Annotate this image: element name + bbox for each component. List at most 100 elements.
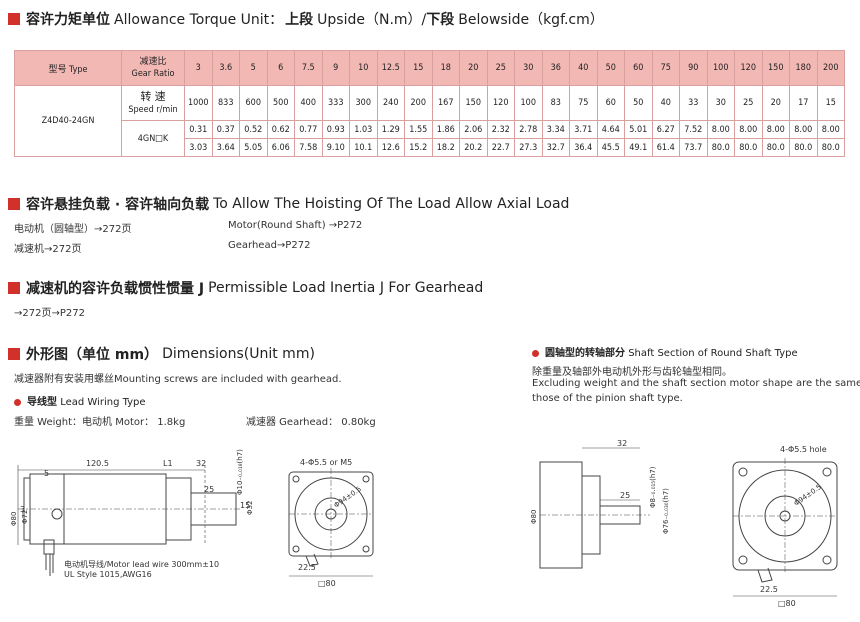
dim-25: 25 — [204, 485, 214, 494]
torque-kgfcm-cell: 32.7 — [541, 138, 570, 157]
speed-en: Speed r/min — [128, 104, 178, 115]
dim-3: 3 — [20, 505, 25, 514]
ul-style-note: UL Style 1015,AWG16 — [64, 570, 152, 579]
speed-cell: 20 — [761, 85, 790, 121]
red-square-icon — [8, 13, 20, 25]
up-cn: 上段 — [285, 12, 314, 28]
r-dim-25: 25 — [620, 491, 630, 500]
gear-ratio-cell: 3 — [184, 50, 213, 86]
gear-ratio-cell: 7.5 — [294, 50, 323, 86]
weight-gearhead: 减速器 Gearhead： 0.80kg — [246, 417, 376, 428]
dim-15: 15 — [240, 501, 250, 510]
gear-ratio-cell: 12.5 — [376, 50, 405, 86]
dim-22-5: 22.5 — [298, 563, 316, 572]
shaft-cn: 圆轴型的转轴部分 — [545, 348, 625, 359]
gear-ratio-cell: 200 — [816, 50, 845, 86]
title-en: To Allow The Hoisting Of The Load Allow … — [213, 196, 570, 212]
torque-kgfcm-cell: 15.2 — [404, 138, 433, 157]
title-cn: 容许悬挂负载 · 容许轴向负载 — [26, 197, 210, 213]
gear-ratio-header: 减速比 Gear Ratio — [121, 50, 185, 86]
section-torque-title: 容许力矩单位 Allowance Torque Unit： 上段 Upside（… — [8, 9, 604, 29]
dim-32b: Φ32 — [246, 501, 254, 515]
red-square-icon — [8, 282, 20, 294]
section-dimensions-title: 外形图（单位 mm） Dimensions(Unit mm) — [8, 344, 315, 364]
speed-cell: 83 — [541, 85, 570, 121]
gear-ratio-cell: 20 — [459, 50, 488, 86]
title-en: Permissible Load Inertia J For Gearhead — [208, 280, 484, 296]
gear-ratio-cell: 18 — [431, 50, 460, 86]
speed-cell: 120 — [486, 85, 515, 121]
model-cell: Z4D40-24GN — [14, 85, 122, 157]
gear-ref-cn: 减速机→272页 — [14, 244, 82, 255]
red-dot-icon — [14, 398, 21, 406]
lead-cn: 导线型 — [27, 397, 57, 408]
dim-shaft-10: Φ10₋₀.₀₁₈(h7) — [236, 449, 244, 495]
speed-cell: 40 — [651, 85, 680, 121]
title-cn: 减速机的容许负载惯性惯量 J — [26, 281, 205, 297]
shaft-section-title: 圆轴型的转轴部分 Shaft Section of Round Shaft Ty… — [532, 344, 798, 359]
r-dim-32: 32 — [617, 439, 627, 448]
round-shaft-side-view — [539, 447, 650, 569]
weight-motor: 重量 Weight：电动机 Motor： 1.8kg — [14, 417, 186, 428]
r-dim-76: Φ76₋₀.₀₃₀(h7) — [662, 488, 670, 534]
speed-cell: 75 — [569, 85, 598, 121]
title-en: Allowance Torque Unit： — [114, 12, 284, 28]
lead-en: Lead Wiring Type — [60, 397, 146, 408]
motor-ref-en: Motor(Round Shaft) →P272 — [228, 220, 363, 231]
r-dim-holes: 4-Φ5.5 hole — [780, 445, 827, 454]
dim-pcd: Φ94±0.5 — [333, 485, 363, 510]
red-dot-icon — [532, 349, 539, 357]
inertia-ref: →272页→P272 — [14, 308, 85, 319]
shaft-note-en1: Excluding weight and the shaft section m… — [532, 378, 860, 389]
gearhead-cell: 4GN□K — [121, 120, 185, 157]
red-square-icon — [8, 198, 20, 210]
up-en: Upside（N.m）/ — [317, 12, 427, 28]
round-shaft-front-view — [732, 458, 838, 597]
gear-ratio-cell: 5 — [239, 50, 268, 86]
screws-note: 减速器附有安装用螺丝Mounting screws are included w… — [14, 374, 342, 385]
r-dim-sq80: □80 — [778, 599, 796, 608]
title-cn: 外形图（单位 mm） — [26, 347, 159, 363]
torque-kgfcm-cell: 80.0 — [761, 138, 790, 157]
dim-32: 32 — [196, 459, 206, 468]
speed-cn: 转 速 — [140, 89, 166, 103]
motor-ref-cn: 电动机（圆轴型）→272页 — [14, 224, 132, 235]
motor-front-view — [288, 468, 374, 577]
gear-ratio-cn: 减速比 — [139, 57, 167, 67]
section-inertia-title: 减速机的容许负载惯性惯量 J Permissible Load Inertia … — [8, 278, 483, 298]
gear-ratio-cell: 50 — [596, 50, 625, 86]
dim-5: 5 — [44, 469, 49, 478]
speed-cell: 833 — [211, 85, 240, 121]
lead-wire-note: 电动机导线/Motor lead wire 300mm±10 — [64, 559, 219, 569]
type-header: 型号 Type — [14, 50, 122, 86]
speed-cell: 400 — [294, 85, 323, 121]
red-square-icon — [8, 348, 20, 360]
dim-holes: 4-Φ5.5 or M5 — [300, 458, 352, 467]
dim-120-5: 120.5 — [86, 459, 109, 468]
dim-72: Φ72 — [21, 510, 29, 524]
down-cn: 下段 — [426, 12, 455, 28]
torque-kgfcm-cell: 5.05 — [239, 138, 268, 157]
dim-l1: L1 — [163, 459, 173, 468]
motor-side-view — [17, 465, 240, 576]
title-en: Dimensions(Unit mm) — [162, 346, 315, 362]
gear-ratio-cell: 120 — [734, 50, 763, 86]
gear-ratio-cell: 6 — [266, 50, 295, 86]
torque-kgfcm-cell: 27.3 — [514, 138, 543, 157]
speed-cell: 500 — [266, 85, 295, 121]
gear-ratio-cell: 15 — [404, 50, 433, 86]
gear-ratio-cell: 100 — [706, 50, 735, 86]
gear-ratio-cell: 150 — [761, 50, 790, 86]
gear-ratio-cell: 36 — [541, 50, 570, 86]
gear-ratio-cell: 9 — [321, 50, 350, 86]
lead-wiring-title: 导线型 Lead Wiring Type — [14, 393, 146, 408]
down-en: Belowside（kgf.cm） — [458, 12, 604, 28]
torque-kgfcm-cell: 3.03 — [184, 138, 213, 157]
torque-kgfcm-cell: 9.10 — [321, 138, 350, 157]
